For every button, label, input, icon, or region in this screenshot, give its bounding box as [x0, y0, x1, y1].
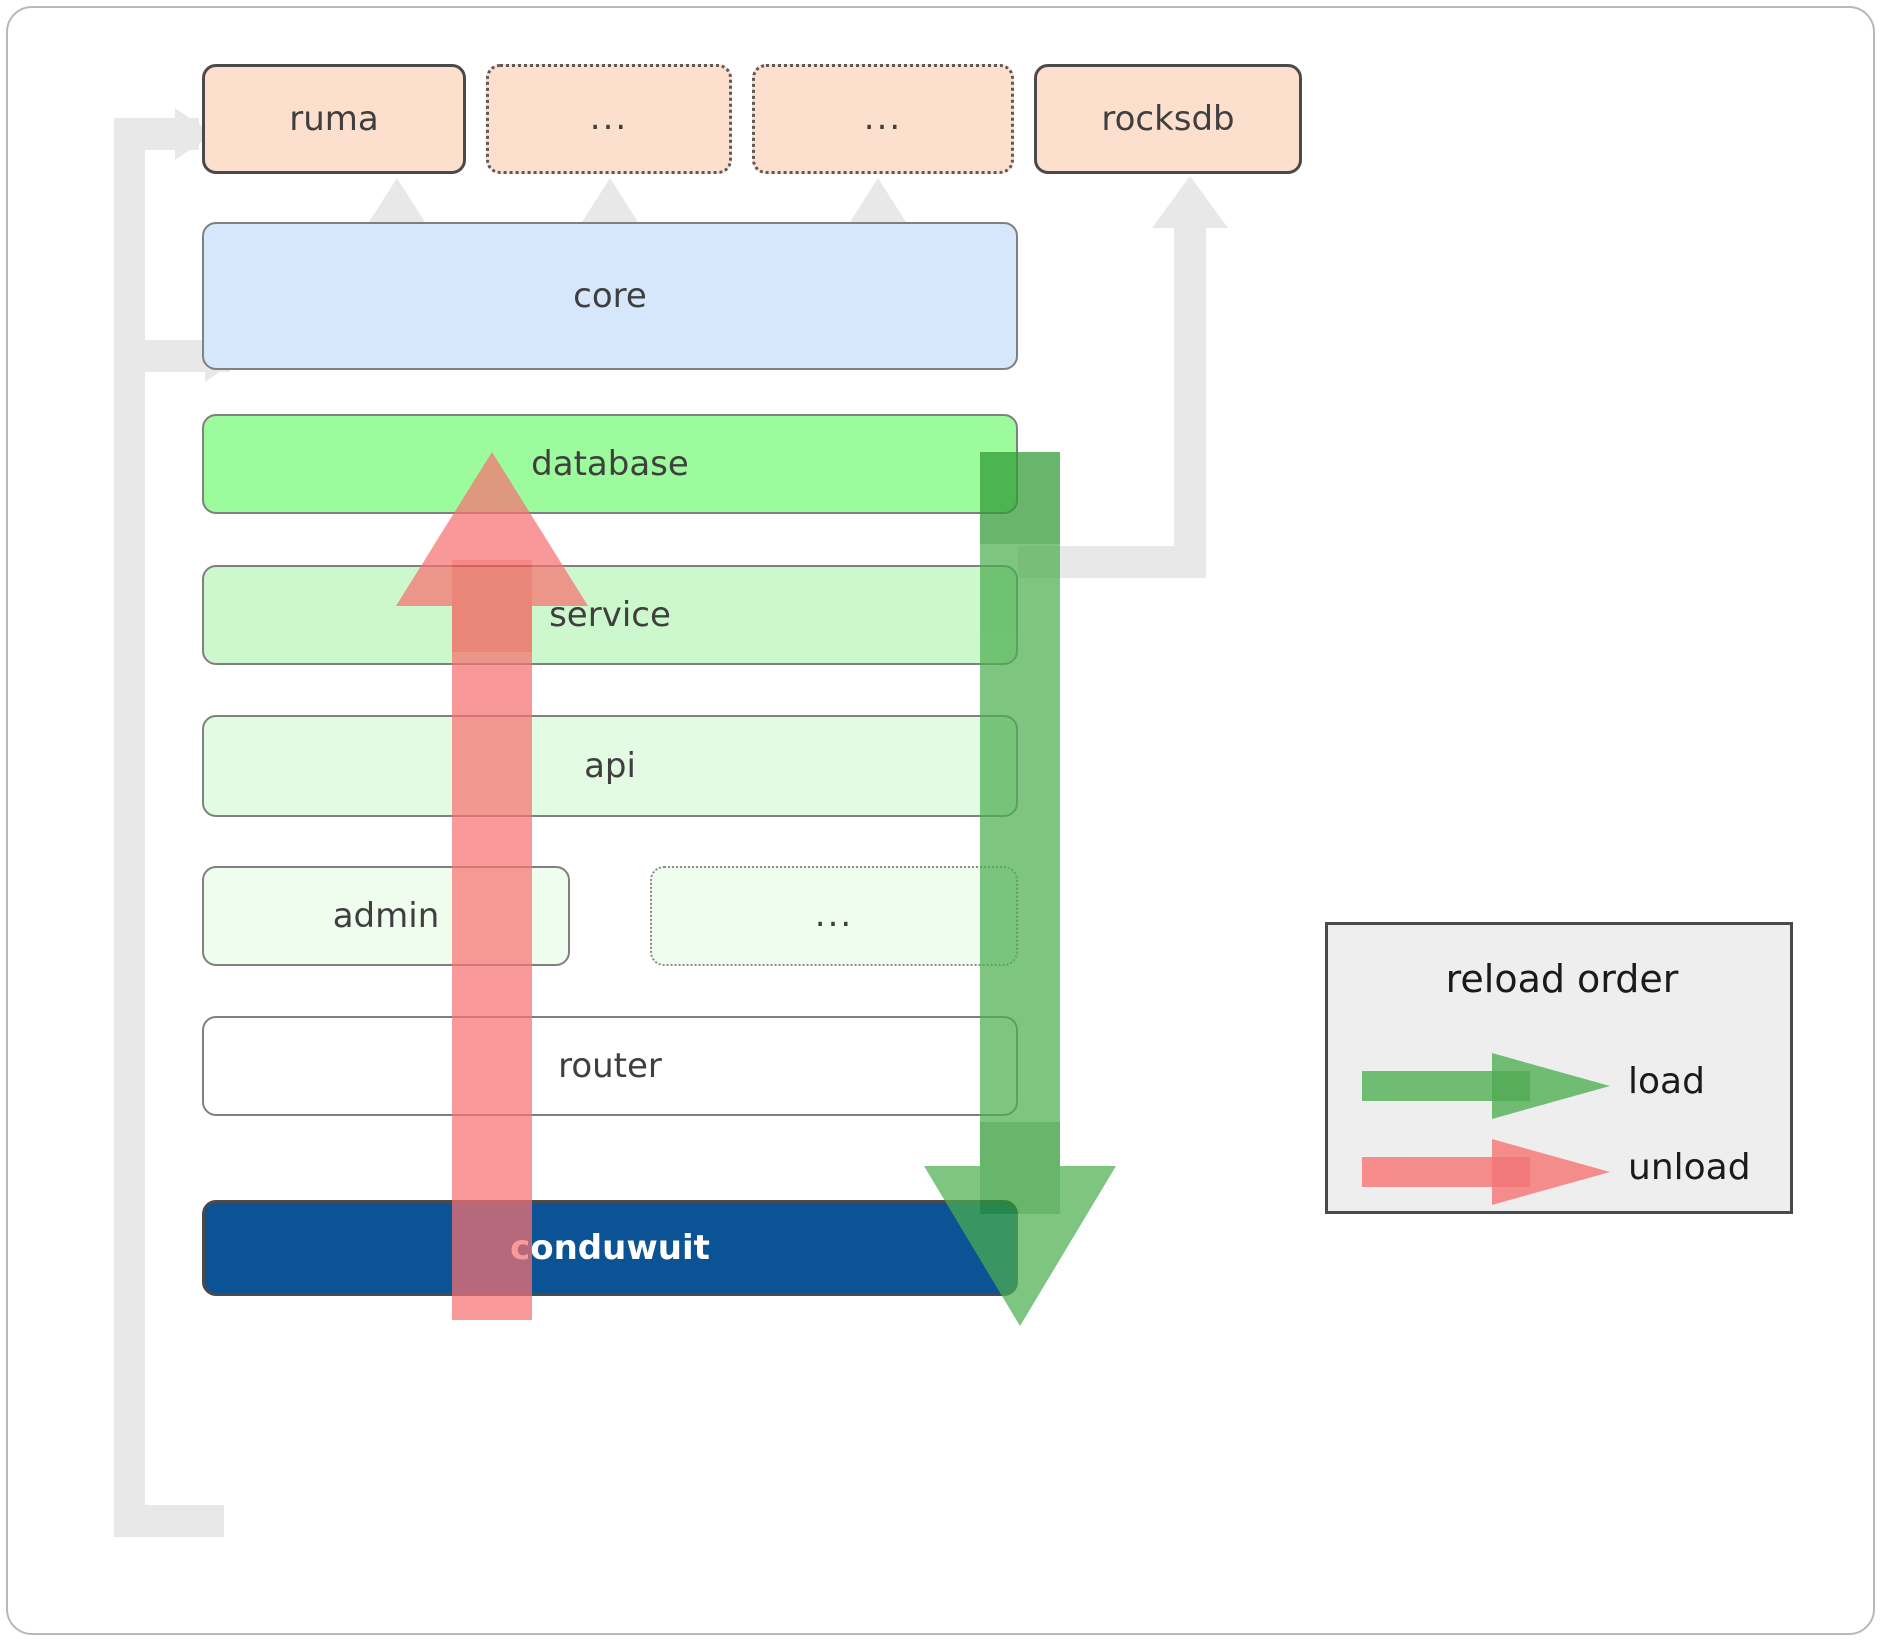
node-top-ellipsis-1-label: ...	[589, 98, 629, 139]
node-rocksdb-label: rocksdb	[1101, 99, 1235, 139]
node-admin[interactable]: admin	[202, 866, 570, 966]
legend-row-unload: unload	[1328, 1133, 1796, 1211]
node-core[interactable]: core	[202, 222, 1018, 370]
legend-label-unload: unload	[1628, 1147, 1751, 1188]
legend-row-load: load	[1328, 1047, 1796, 1125]
legend-title: reload order	[1445, 957, 1679, 1001]
node-admin-label: admin	[332, 896, 440, 936]
unload-legend-icon	[1362, 1139, 1610, 1205]
load-legend-icon	[1362, 1053, 1610, 1119]
node-ruma-label: ruma	[289, 99, 379, 139]
node-top-ellipsis-2[interactable]: ...	[752, 64, 1014, 174]
node-rocksdb[interactable]: rocksdb	[1034, 64, 1302, 174]
node-sub-ellipsis[interactable]: ...	[650, 866, 1018, 966]
node-top-ellipsis-1[interactable]: ...	[486, 64, 732, 174]
node-top-ellipsis-2-label: ...	[863, 98, 903, 139]
node-conduwuit[interactable]: conduwuit	[202, 1200, 1018, 1296]
node-service-label: service	[549, 595, 671, 635]
legend-label-load: load	[1628, 1061, 1705, 1102]
node-core-label: core	[573, 276, 647, 316]
node-api[interactable]: api	[202, 715, 1018, 817]
node-service[interactable]: service	[202, 565, 1018, 665]
node-conduwuit-label: conduwuit	[510, 1228, 710, 1268]
legend-reload-order: reload order load unload	[1325, 922, 1793, 1214]
node-ruma[interactable]: ruma	[202, 64, 466, 174]
node-database[interactable]: database	[202, 414, 1018, 514]
node-api-label: api	[584, 746, 636, 786]
node-database-label: database	[531, 444, 689, 484]
node-router[interactable]: router	[202, 1016, 1018, 1116]
node-router-label: router	[558, 1046, 662, 1086]
node-sub-ellipsis-label: ...	[814, 895, 854, 936]
